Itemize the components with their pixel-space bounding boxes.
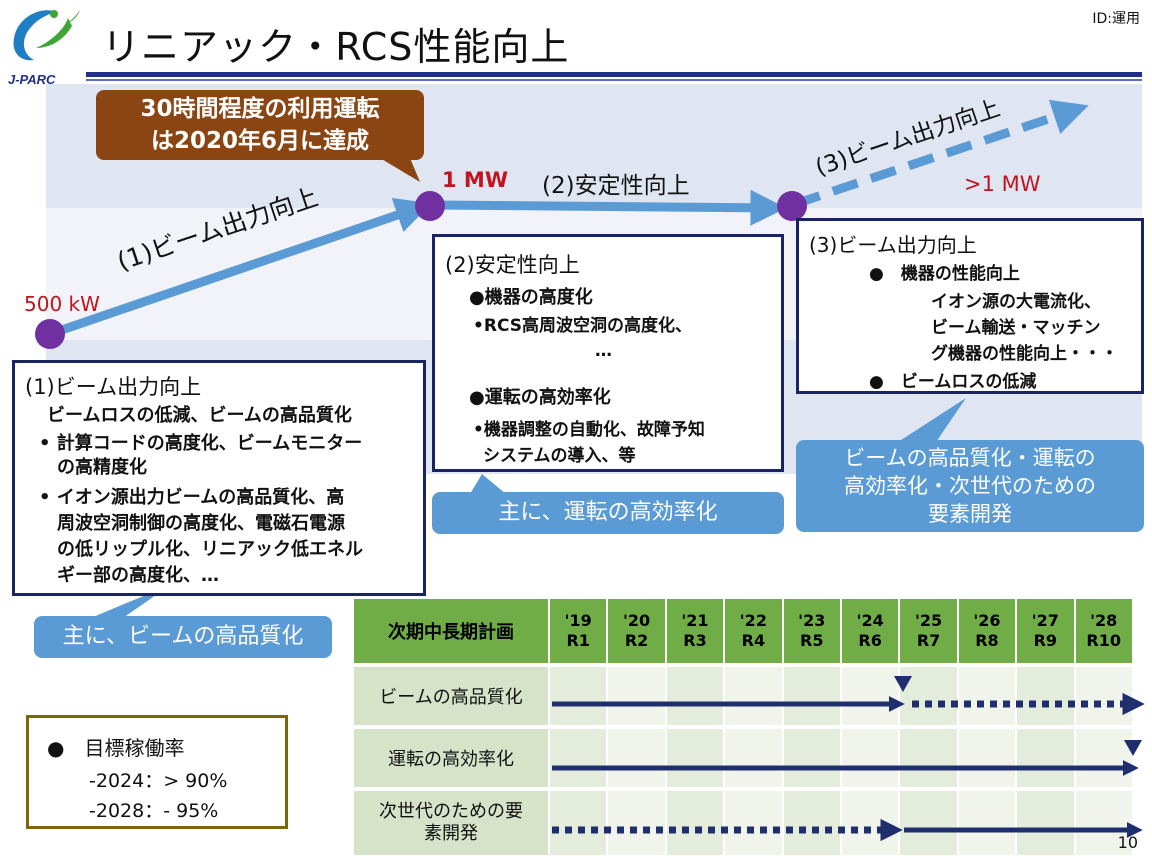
svg-text:J-PARC: J-PARC [8, 72, 56, 87]
box2-subitem: •RCS高周波空洞の高度化、 [473, 316, 692, 336]
box1-line: ギー部の高度化、… [39, 565, 219, 586]
focus-efficiency-bubble: 主に、運転の高効率化 [432, 492, 784, 534]
stability-detail-box: (2)安定性向上 ●機器の高度化 •RCS高周波空洞の高度化、 … ●運転の高効… [432, 234, 784, 472]
row1-milestone-marker [894, 676, 912, 692]
focus-beam-quality-bubble: 主に、ビームの高品質化 [34, 616, 332, 658]
schedule-header-label: 次期中長期計画 [354, 599, 550, 663]
box3-title: (3)ビーム出力向上 [809, 233, 977, 257]
box1-title: (1)ビーム出力向上 [25, 375, 202, 399]
bubble-right-pointer [898, 398, 966, 442]
jparc-logo-icon: J-PARC [8, 10, 80, 87]
box1-line: • イオン源出力ビームの高品質化、高 [39, 487, 345, 508]
milestone-500kw [35, 319, 65, 349]
beam-power-future-box: (3)ビーム出力向上 ● 機器の性能向上 イオン源の大電流化、 ビーム輸送・マッ… [796, 218, 1144, 394]
box3-subitem: グ機器の性能向上・・・ [931, 344, 1118, 364]
box3-bullet: ● 機器の性能向上 [869, 264, 1020, 284]
document-id: ID:運用 [1092, 11, 1140, 27]
milestone-1mw [415, 191, 445, 221]
box1-line: • 計算コードの高度化、ビームモニター [39, 433, 363, 454]
box2-item: ●機器の高度化 [469, 287, 593, 308]
row-label: ビームの高品質化 [354, 667, 550, 725]
arrow-1 [48, 197, 432, 339]
goal-line-2028: -2028：- 95% [89, 800, 219, 822]
power-mid-label: 1 MW [442, 168, 508, 192]
page-number: 10 [1117, 833, 1138, 852]
box3-subitem: ビーム輸送・マッチン [931, 318, 1101, 338]
power-start-label: 500 kW [24, 292, 100, 316]
power-target-label: >1 MW [964, 172, 1041, 196]
box2-subitem: システムの導入、等 [483, 446, 636, 466]
box2-title: (2)安定性向上 [445, 253, 580, 277]
schedule-row-next-gen: 次世代のための要素開発 [354, 791, 1142, 855]
row-label: 運転の高効率化 [354, 729, 550, 787]
arrow-3 [793, 99, 1089, 209]
box3-bullet: ● ビームロスの低減 [869, 372, 1037, 392]
box2-item: ●運転の高効率化 [469, 387, 611, 408]
beam-power-detail-box: (1)ビーム出力向上 ビームロスの低減、ビームの高品質化 • 計算コードの高度化… [12, 360, 426, 596]
bubble-middle-pointer [470, 474, 506, 494]
box2-subitem: •機器調整の自動化、故障予知 [473, 420, 705, 440]
milestone-over-1mw [777, 191, 807, 221]
row-label: 次世代のための要素開発 [354, 791, 550, 855]
title-rule-thin [86, 79, 1142, 81]
title-rule [86, 72, 1142, 77]
box3-subitem: イオン源の大電流化、 [931, 292, 1101, 312]
box1-line: ビームロスの低減、ビームの高品質化 [47, 405, 352, 426]
arrow-2 [431, 189, 787, 226]
goal-title: ● 目標稼働率 [47, 736, 185, 760]
achievement-callout: 30時間程度の利用運転 は2020年6月に達成 [96, 90, 424, 160]
focus-combined-bubble: ビームの高品質化・運転の 高効率化・次世代のための 要素開発 [796, 440, 1144, 532]
box2-ellipsis: … [595, 341, 612, 361]
arrow2-label: (2)安定性向上 [542, 173, 690, 199]
schedule-row-efficiency: 運転の高効率化 [354, 729, 1142, 787]
box1-line: 周波空洞制御の高度化、電磁石電源 [39, 513, 345, 534]
page-title: リニアック・RCS性能向上 [102, 25, 570, 69]
box1-line: の高精度化 [39, 457, 147, 478]
row2-milestone-marker [1124, 740, 1142, 756]
target-availability-box: ● 目標稼働率 -2024：> 90% -2028：- 95% [26, 715, 288, 829]
box1-line: の低リップル化、リニアック低エネル [39, 539, 363, 560]
callout-pointer [380, 158, 420, 182]
goal-line-2024: -2024：> 90% [89, 770, 228, 792]
